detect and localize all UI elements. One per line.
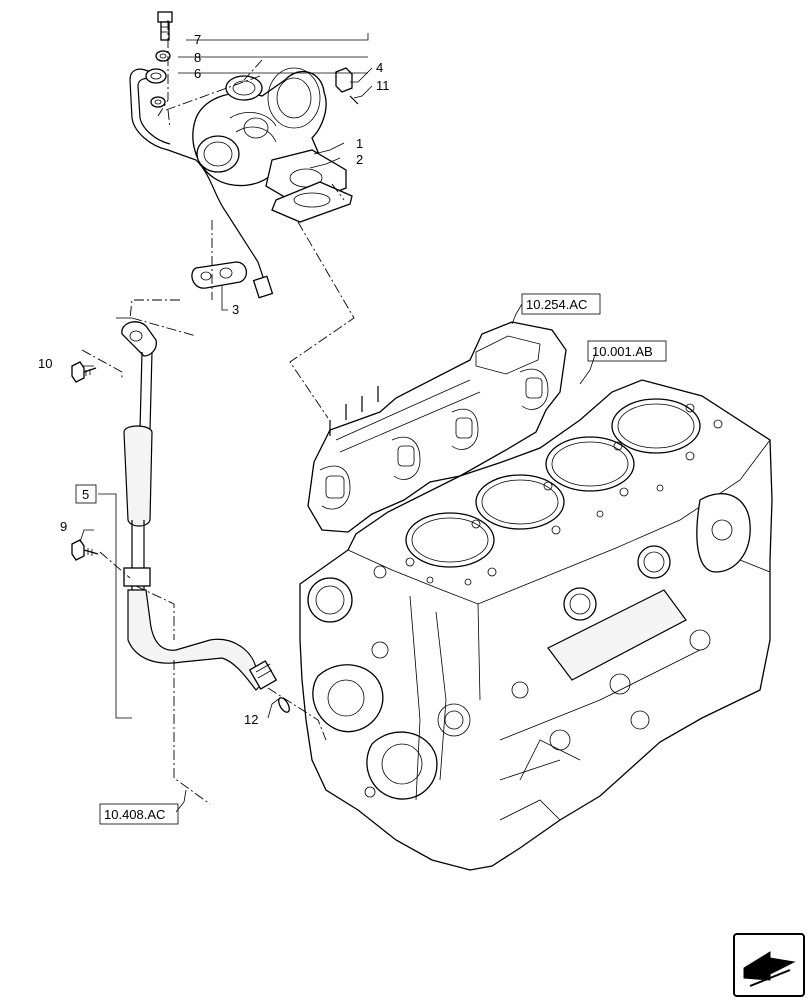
sealing-washer-upper[interactable] <box>155 50 171 62</box>
callout-3: 3 <box>232 302 239 317</box>
callout-4: 4 <box>376 60 383 75</box>
oil-feed-pipe[interactable] <box>129 68 274 299</box>
bolt-upper-clip[interactable] <box>71 361 97 383</box>
reference-cylinder-head-label: 10.254.AC <box>526 297 587 312</box>
reference-oil-return-label: 10.408.AC <box>104 807 165 822</box>
cylinder-head[interactable] <box>307 321 567 533</box>
callout-9: 9 <box>60 519 67 534</box>
bolt-lower-clip[interactable] <box>71 539 99 561</box>
callout-8: 8 <box>194 50 201 65</box>
callout-10: 10 <box>38 356 52 371</box>
callout-12: 12 <box>244 712 258 727</box>
sealing-washer-lower[interactable] <box>150 96 166 108</box>
reference-engine-block[interactable]: 10.001.AB <box>587 340 667 362</box>
banjo-bolt[interactable] <box>157 11 173 41</box>
leader-lines <box>79 33 597 813</box>
turbo-gasket[interactable] <box>271 181 353 223</box>
callout-11: 11 <box>376 78 390 93</box>
callout-6: 6 <box>194 66 201 81</box>
next-page-arrow-icon[interactable] <box>733 933 805 997</box>
callout-7: 7 <box>194 32 201 47</box>
engine-block[interactable] <box>299 379 773 871</box>
reference-oil-return[interactable]: 10.408.AC <box>99 803 179 825</box>
oil-return-gasket[interactable] <box>191 261 247 289</box>
callout-2: 2 <box>356 152 363 167</box>
stud[interactable] <box>349 95 359 105</box>
oil-return-pipe[interactable] <box>121 321 278 691</box>
callout-1: 1 <box>356 136 363 151</box>
reference-cylinder-head[interactable]: 10.254.AC <box>521 293 601 315</box>
reference-engine-block-label: 10.001.AB <box>592 344 653 359</box>
callout-5: 5 <box>82 487 89 502</box>
assembly-centerlines <box>81 20 355 805</box>
callout-5-box <box>75 484 97 504</box>
flange-nut[interactable] <box>335 67 353 93</box>
callout-labels: 7 8 6 4 11 1 2 3 10 9 12 5 <box>38 32 390 727</box>
